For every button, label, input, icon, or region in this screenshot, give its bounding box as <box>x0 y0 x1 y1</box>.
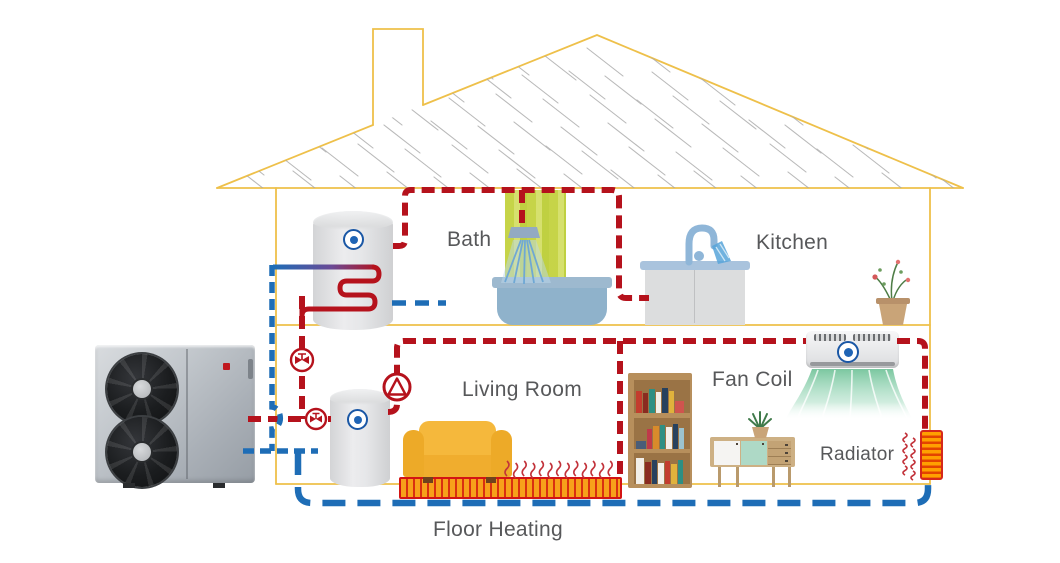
shelf-row <box>634 418 690 449</box>
shelf-row <box>634 453 690 484</box>
hot-pipe-radiator-branch <box>897 338 928 430</box>
valve-icon <box>289 347 315 373</box>
radiator-unit <box>920 430 943 480</box>
heat-pump-unit <box>95 345 255 488</box>
cabinet-door <box>714 441 740 465</box>
brand-logo <box>223 363 230 370</box>
shelf-row <box>634 380 690 413</box>
floor-heating-strip <box>399 477 622 499</box>
foot <box>213 483 225 488</box>
valve-icon <box>304 407 328 431</box>
foot <box>123 483 135 488</box>
furniture-leg <box>718 467 721 487</box>
sofa-seat <box>414 455 501 477</box>
cabinet-door <box>741 441 767 465</box>
floor-heating-label: Floor Heating <box>433 518 563 541</box>
cold-water-pipes <box>243 265 932 507</box>
hot-pipe-dhw-loop <box>393 187 649 301</box>
roof-left-slope <box>216 124 374 189</box>
cold-pipe-tank-riser <box>269 265 283 451</box>
tank-top <box>313 211 393 231</box>
bath-label: Bath <box>447 228 492 251</box>
drawers <box>768 441 791 465</box>
fan-icon <box>107 417 177 487</box>
faucet-icon <box>685 224 731 266</box>
plant-icon <box>872 259 911 325</box>
bathtub <box>497 288 607 325</box>
panel-divider <box>186 349 188 479</box>
small-plant-icon <box>748 411 772 438</box>
brand-logo <box>343 229 364 250</box>
vent-grille <box>814 334 846 341</box>
living-room-label: Living Room <box>462 378 583 401</box>
cold-pipe-floor-return <box>294 452 932 507</box>
brand-logo <box>837 341 859 363</box>
buffer-tank <box>330 389 390 487</box>
heat-waves-icon <box>902 432 916 481</box>
bookshelf <box>628 373 692 488</box>
vent-grille <box>853 334 891 341</box>
sofa-foot <box>486 477 496 483</box>
airflow <box>785 369 913 420</box>
heat-waves-icon <box>504 460 613 479</box>
furniture-leg <box>788 467 791 487</box>
sofa-arm <box>403 430 424 477</box>
kitchen-cabinet <box>645 268 745 325</box>
sideboard <box>710 437 795 467</box>
tank-top <box>330 389 390 405</box>
kitchen-label: Kitchen <box>756 231 829 254</box>
pump-icon <box>382 372 412 402</box>
fan-coil-label: Fan Coil <box>712 368 793 391</box>
radiator-label: Radiator <box>820 444 895 465</box>
brand-logo <box>347 409 368 430</box>
furniture-leg <box>736 467 739 487</box>
sofa-foot <box>423 477 433 483</box>
fan-icon <box>107 354 177 424</box>
chimney <box>372 28 424 126</box>
sofa-arm <box>491 430 512 477</box>
roof-right-slope <box>422 34 964 189</box>
shower-icon <box>501 227 551 285</box>
hot-pipe-living-loop <box>387 338 806 415</box>
handle <box>248 359 253 379</box>
kitchen-countertop <box>640 261 750 270</box>
bathtub-rim <box>492 277 612 288</box>
outlet-strip <box>810 362 895 366</box>
tank-heating-coil <box>299 264 382 317</box>
furniture-leg <box>772 467 775 487</box>
